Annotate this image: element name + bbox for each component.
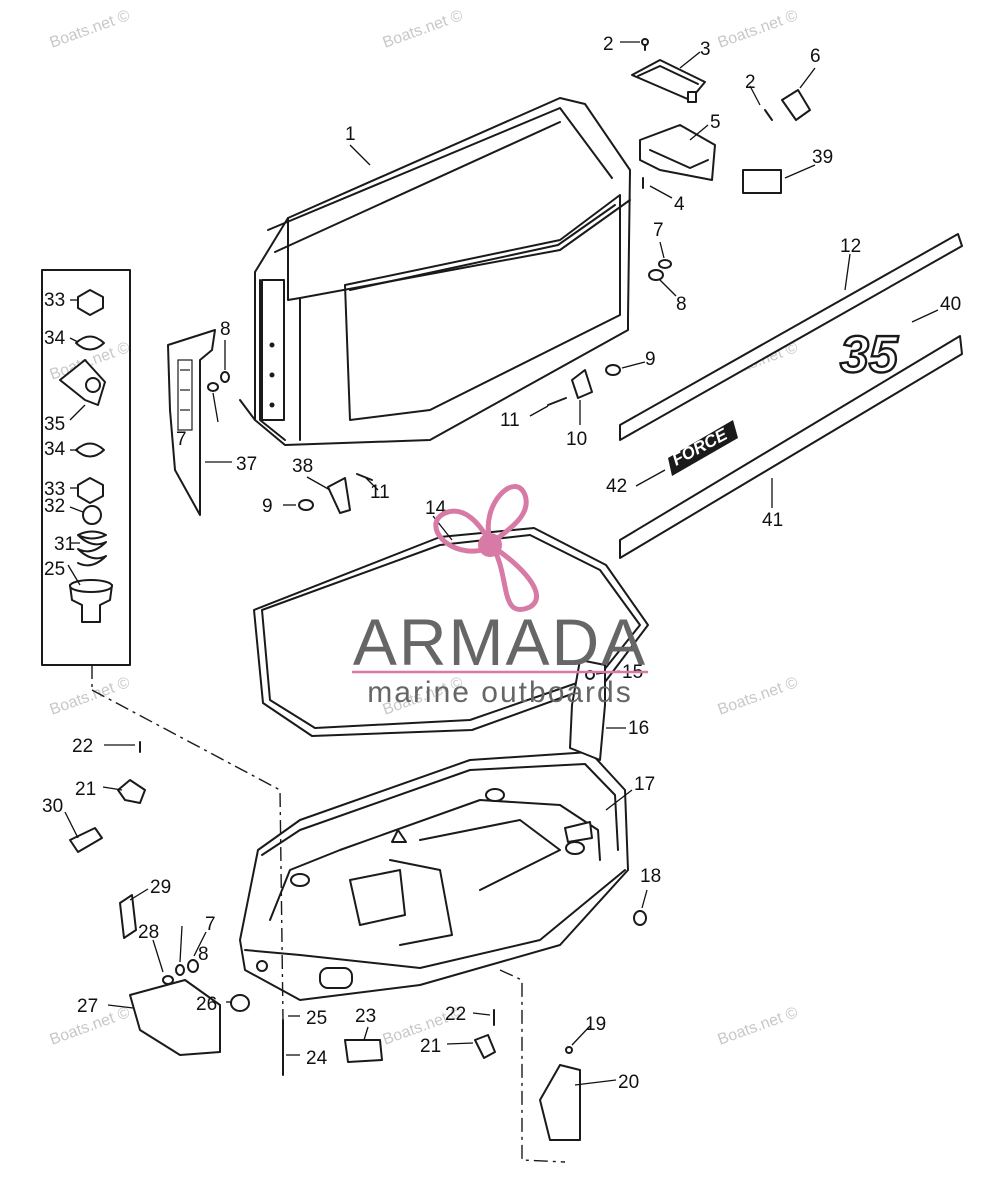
callout-label: 34 [44, 439, 66, 460]
callout-label: 25 [306, 1008, 327, 1029]
callout-label: 42 [606, 476, 627, 497]
callout-label: 12 [840, 236, 861, 257]
watermark-text: Boats.net © [48, 7, 133, 52]
watermark-text: Boats.net © [716, 674, 801, 719]
callout-label: 8 [198, 944, 209, 965]
callout-label: 38 [292, 456, 313, 477]
callout-label: 34 [44, 328, 66, 349]
callout-label: 10 [566, 429, 587, 450]
callout-label: 19 [585, 1014, 606, 1035]
callout-label: 35 [44, 414, 65, 435]
callout-label: 27 [77, 996, 98, 1017]
callout-label: 7 [176, 429, 187, 450]
callout-label: 9 [645, 349, 656, 370]
bracket-20 [539, 1064, 581, 1141]
callout-label: 1 [345, 124, 356, 145]
fitting-30 [69, 827, 103, 853]
grommet-26 [230, 994, 250, 1012]
callout-label: 21 [75, 779, 96, 800]
callout-label: 33 [44, 290, 65, 311]
watermark-text: Boats.net © [716, 7, 801, 52]
nut [648, 269, 664, 281]
callout-label: 28 [138, 922, 159, 943]
latch-bracket [639, 124, 716, 189]
callout-label: 7 [205, 914, 216, 935]
callout-label: 20 [618, 1072, 639, 1093]
callout-label: 22 [72, 736, 93, 757]
callout-label: 8 [220, 319, 231, 340]
callout-label: 9 [262, 496, 273, 517]
watermark-text: Boats.net © [381, 7, 466, 52]
callout-label: 2 [603, 34, 614, 55]
callout-label: 7 [653, 220, 664, 241]
callout-label: 30 [42, 796, 63, 817]
washer-7 [175, 964, 185, 976]
callout-label: 25 [44, 559, 65, 580]
stripe-decals: 35 FORCE [619, 233, 963, 559]
callout-label: 11 [370, 482, 390, 503]
latch-plate [631, 38, 773, 121]
callout-label: 17 [634, 774, 655, 795]
fitting-21 [117, 779, 146, 804]
nut-18 [633, 910, 647, 926]
callout-label: 8 [676, 294, 687, 315]
callout-label: 4 [674, 194, 685, 215]
label-decal [742, 169, 782, 194]
side-panel [167, 329, 230, 516]
callout-label: 41 [762, 510, 783, 531]
bracket-38 [327, 477, 351, 514]
bracket-16 [569, 659, 606, 761]
armada-logo: ARMADA marine outboards [352, 484, 648, 709]
screw-11 [547, 397, 567, 406]
callout-label: 29 [150, 877, 171, 898]
callout-label: 32 [44, 496, 65, 517]
small-plate [781, 89, 811, 121]
screw-11-left [356, 473, 373, 481]
callout-label: 18 [640, 866, 661, 887]
callout-labels: 1223456777888991011111214151617181920212… [42, 34, 961, 1093]
nut-9-left [298, 499, 314, 511]
callout-label: 16 [628, 718, 649, 739]
top-cowl [239, 97, 631, 446]
callout-label: 3 [700, 39, 711, 60]
nut-8 [187, 959, 199, 973]
fitting-21-lower [474, 1034, 496, 1059]
callout-label: 5 [710, 112, 721, 133]
callout-label: 33 [44, 479, 65, 500]
screw-19 [565, 1046, 573, 1054]
leader-lines [64, 41, 939, 1086]
callout-label: 23 [355, 1006, 376, 1027]
callout-label: 39 [812, 147, 833, 168]
logo-tagline-text: marine outboards [367, 676, 632, 709]
propeller-icon [433, 484, 539, 612]
watermark-text: Boats.net © [716, 1004, 801, 1049]
watermark-text: Boats.net © [48, 674, 133, 719]
bracket-10 [571, 369, 593, 399]
force-decal: FORCE [668, 420, 738, 476]
callout-label: 26 [196, 994, 217, 1015]
logo-brand-text: ARMADA [353, 605, 647, 679]
callout-label: 40 [940, 294, 961, 315]
washer [658, 259, 672, 269]
grommet-23 [344, 1039, 383, 1063]
inset-hardware-box [41, 269, 131, 690]
callout-label: 31 [54, 534, 75, 555]
bottom-cowl [239, 751, 629, 1001]
callout-label: 22 [445, 1004, 466, 1025]
callout-label: 21 [420, 1036, 441, 1057]
callout-label: 11 [500, 410, 520, 431]
callout-label: 6 [810, 46, 821, 67]
cover-27 [129, 979, 221, 1056]
callout-label: 2 [745, 72, 756, 93]
callout-label: 24 [306, 1048, 328, 1069]
nut-9 [605, 364, 621, 376]
model-number-decal: 35 [839, 325, 900, 385]
plate-29 [119, 894, 137, 939]
assembly-line-right [499, 969, 566, 1163]
callout-label: 37 [236, 454, 257, 475]
svg-text:35: 35 [840, 326, 899, 384]
